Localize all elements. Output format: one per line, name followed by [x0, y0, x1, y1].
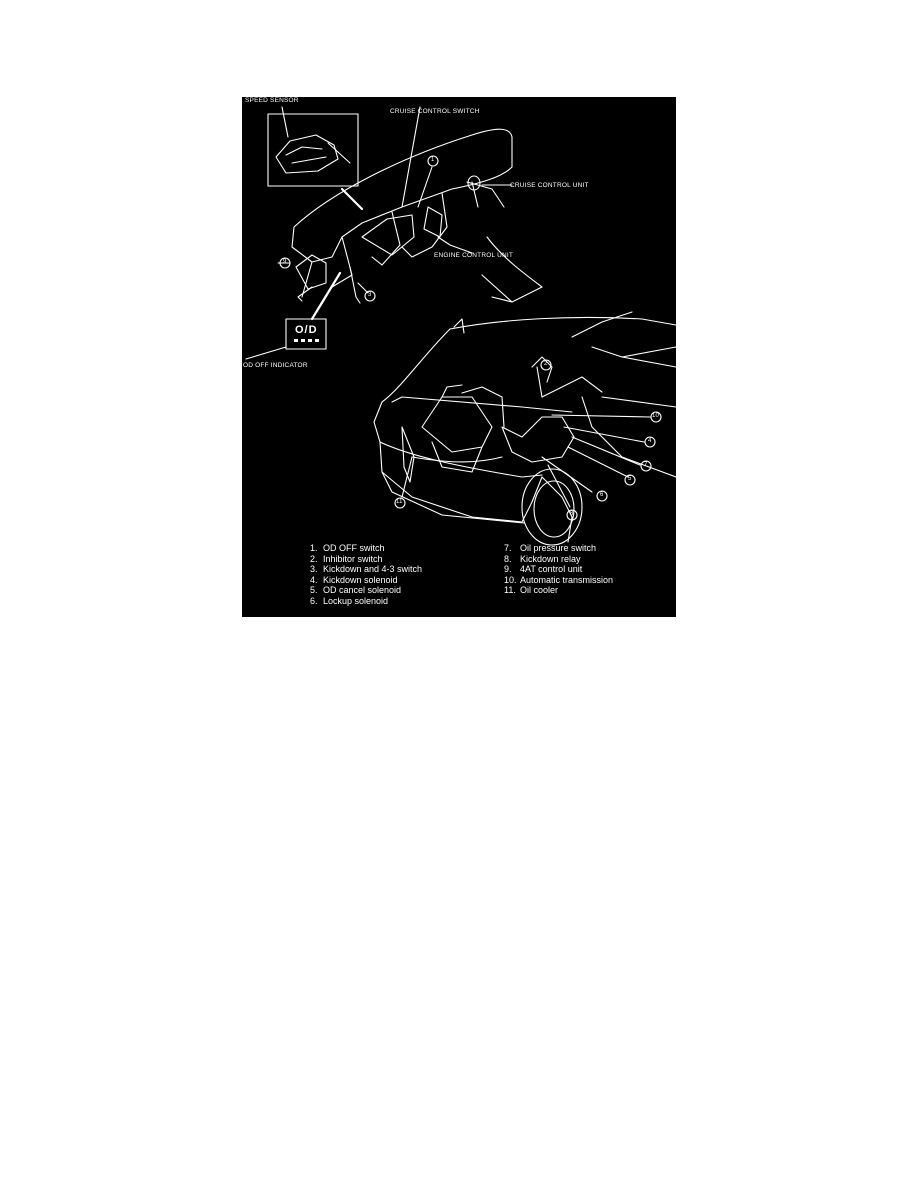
legend-item: 3.Kickdown and 4-3 switch: [310, 564, 423, 575]
callout-circle: [427, 155, 439, 167]
legend-item: 5.OD cancel solenoid: [310, 585, 402, 596]
front-wheel: [521, 468, 583, 546]
legend-item: 8.Kickdown relay: [504, 553, 581, 564]
callout-number-6: 6: [600, 492, 604, 498]
label-od-off-indicator: OD OFF INDICATOR: [243, 362, 308, 369]
legend-item: 10.Automatic transmission: [504, 574, 614, 585]
callout-number-1-upper: 1: [431, 157, 435, 163]
label-speed-sensor: SPEED SENSOR: [245, 97, 299, 104]
callout-number-4: 4: [648, 438, 652, 444]
legend-item: 11.Oil cooler: [504, 585, 559, 596]
callout-circle: [644, 436, 656, 448]
speed-sensor-drawing: [275, 134, 339, 174]
callout-number-8: 8: [570, 511, 574, 517]
callout-circle: [279, 257, 291, 269]
label-cruise-control-switch: CRUISE CONTROL SWITCH: [390, 108, 480, 115]
od-indicator-glyph: O/D: [295, 324, 318, 336]
legend-item: 6.Lockup solenoid: [310, 595, 389, 606]
transmission: [501, 416, 575, 463]
callout-number-9-upper: 9: [283, 259, 287, 265]
callout-circle: [596, 490, 608, 502]
legend-item: 2.Inhibitor switch: [310, 553, 383, 564]
oil-cooler: [401, 426, 415, 483]
label-cruise-control-unit: CRUISE CONTROL UNIT: [510, 182, 589, 189]
car-body: [373, 328, 543, 523]
legend-left: 1.OD OFF switch 2.Inhibitor switch 3.Kic…: [310, 543, 422, 607]
callout-circle: [566, 509, 578, 521]
od-off-indicator-inset: [285, 318, 327, 350]
diagram-drawing: [245, 106, 676, 546]
dashboard: [291, 128, 513, 263]
legend-item: 4.Kickdown solenoid: [310, 574, 398, 585]
component-location-diagram: SPEED SENSOR CRUISE CONTROL SWITCH CRUIS…: [242, 97, 676, 617]
callout-number-3: 3: [368, 292, 372, 298]
instrument-cluster: [361, 214, 415, 256]
callout-circle: [624, 474, 636, 486]
callout-circle: [540, 359, 552, 371]
callout-circle: [650, 411, 662, 423]
callout-number-11: 11: [396, 499, 403, 505]
callout-circle: [640, 460, 652, 472]
legend-item: 1.OD OFF switch: [310, 543, 385, 553]
callout-number-5: 5: [628, 476, 632, 482]
callout-number-7: 7: [644, 462, 648, 468]
speed-sensor-inset: [267, 113, 359, 187]
car-hood: [449, 316, 676, 330]
engine-control-unit-box: [423, 206, 443, 238]
callout-number-2: 2: [544, 361, 548, 367]
od-off-switch-area: [295, 254, 327, 290]
label-engine-control-unit: ENGINE CONTROL UNIT: [434, 252, 514, 259]
callout-circle: [364, 290, 376, 302]
callout-number-10: 10: [652, 413, 660, 419]
callout-circle: [394, 497, 406, 509]
legend-item: 7.Oil pressure switch: [504, 543, 597, 553]
legend-item: 9.4AT control unit: [504, 564, 583, 575]
cruise-control-unit-box: [467, 175, 481, 191]
legend-right: 7.Oil pressure switch 8.Kickdown relay 9…: [504, 543, 613, 596]
